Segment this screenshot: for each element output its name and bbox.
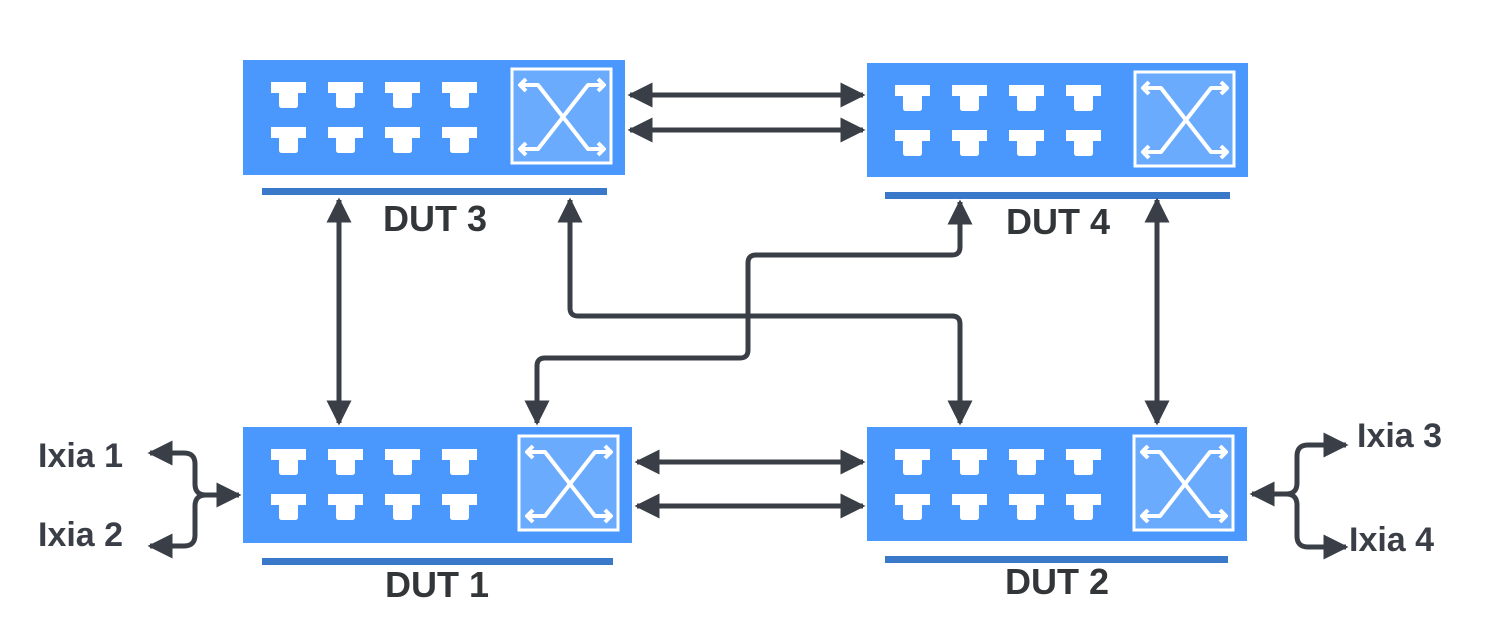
- ixia2-label: Ixia 2: [38, 516, 123, 554]
- port-icon: [952, 449, 987, 475]
- port-icon: [1009, 449, 1044, 475]
- port-icon: [442, 494, 477, 520]
- ixia4-label: Ixia 4: [1349, 521, 1434, 559]
- port-icon: [1066, 85, 1101, 111]
- dut4-label: DUT 4: [1006, 201, 1110, 242]
- link-ixia2-branch: [147, 492, 207, 559]
- port-icon: [271, 494, 306, 520]
- switch-dut1: DUT 1: [243, 427, 632, 605]
- switch-base-line: [262, 558, 613, 565]
- port-icon: [271, 127, 306, 153]
- port-icon: [1009, 494, 1044, 520]
- port-icon: [442, 449, 477, 475]
- port-icon: [1009, 130, 1044, 156]
- switch-base-line: [885, 556, 1228, 563]
- port-icon: [328, 127, 363, 153]
- port-icon: [895, 85, 930, 111]
- links: [147, 82, 1349, 560]
- port-icon: [952, 130, 987, 156]
- dut3-label: DUT 3: [383, 198, 487, 239]
- port-icon: [1009, 85, 1044, 111]
- link-ixia-fork-right: [1249, 432, 1349, 507]
- port-icon: [385, 494, 420, 520]
- port-icon: [442, 127, 477, 153]
- dut1-label: DUT 1: [385, 564, 489, 605]
- port-icon: [385, 449, 420, 475]
- port-icon: [271, 82, 306, 108]
- port-icon: [385, 127, 420, 153]
- switch-base-line: [262, 188, 607, 195]
- link-ixia-fork-left: [147, 440, 242, 508]
- port-icon: [895, 130, 930, 156]
- ixia1-label: Ixia 1: [38, 437, 123, 475]
- switch-base-line: [885, 192, 1230, 199]
- port-icon: [952, 494, 987, 520]
- port-icon: [895, 449, 930, 475]
- ixia-labels: Ixia 1 Ixia 2 Ixia 3 Ixia 4: [38, 417, 1442, 559]
- port-icon: [1066, 449, 1101, 475]
- dut2-label: DUT 2: [1005, 561, 1109, 602]
- port-icon: [385, 82, 420, 108]
- link-ixia4-branch: [1285, 491, 1349, 560]
- port-icon: [952, 85, 987, 111]
- port-icon: [328, 82, 363, 108]
- port-icon: [328, 494, 363, 520]
- port-icon: [1066, 494, 1101, 520]
- link-dut3-dut2: [557, 197, 973, 426]
- switch-dut2: DUT 2: [867, 427, 1247, 602]
- port-icon: [895, 494, 930, 520]
- switch-dut3: DUT 3: [243, 60, 625, 239]
- switch-dut4: DUT 4: [867, 63, 1248, 242]
- ixia3-label: Ixia 3: [1357, 417, 1442, 455]
- port-icon: [442, 82, 477, 108]
- port-icon: [1066, 130, 1101, 156]
- port-icon: [328, 449, 363, 475]
- port-icon: [271, 449, 306, 475]
- link-dut1-dut4: [524, 199, 973, 426]
